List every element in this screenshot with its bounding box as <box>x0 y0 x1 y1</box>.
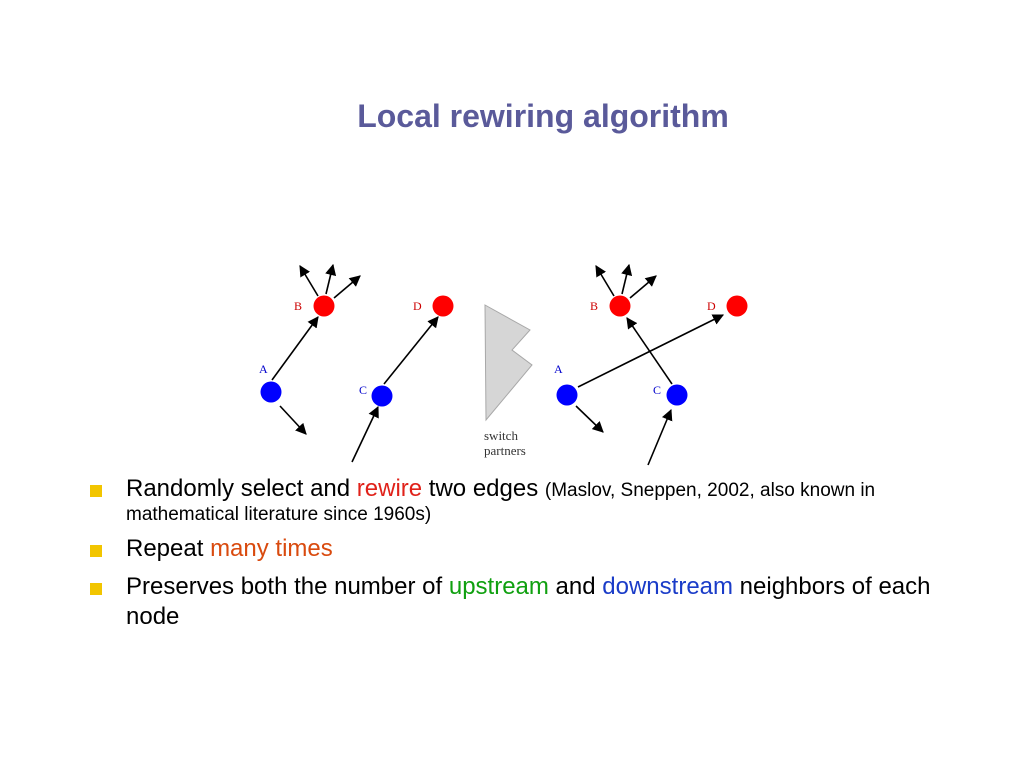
many-times-highlight: many times <box>210 535 333 562</box>
edge-a-to-d <box>577 314 725 388</box>
node-a <box>260 381 282 403</box>
edge-b-out-1 <box>299 265 319 297</box>
label-c: C <box>359 383 367 397</box>
bullet-item-3: Preserves both the number of upstream an… <box>88 572 948 632</box>
node-d-after <box>726 295 748 317</box>
slide-title: Local rewiring algorithm <box>357 98 729 134</box>
switch-caption-1: switch <box>484 428 518 443</box>
edge-a-to-b <box>271 316 319 381</box>
edge-c-in <box>351 405 379 463</box>
label-a: A <box>259 362 268 376</box>
bullet-marker <box>90 583 102 595</box>
label-b: B <box>294 299 302 313</box>
label-d-after: D <box>707 299 716 313</box>
edge-c-to-b <box>626 317 673 385</box>
node-b-after <box>609 295 631 317</box>
downstream-highlight: downstream <box>602 573 734 600</box>
node-b <box>313 295 335 317</box>
after-panel: B D A C <box>554 263 748 466</box>
before-panel: B D A C <box>259 263 454 463</box>
node-a-after <box>556 384 578 406</box>
edge-b-out-2 <box>325 263 337 295</box>
bullet-marker <box>90 545 102 557</box>
rewire-highlight: rewire <box>356 475 423 502</box>
bullet-list: Randomly select and rewire two edges (Ma… <box>88 474 948 640</box>
bullet-marker <box>90 485 102 497</box>
node-c <box>371 385 393 407</box>
edge-b-out-1-after <box>595 265 615 297</box>
upstream-highlight: upstream <box>448 573 549 600</box>
switch-arrow: switch partners <box>484 304 533 458</box>
label-a-after: A <box>554 362 563 376</box>
edge-c-to-d <box>383 316 439 385</box>
bullet-item-1: Randomly select and rewire two edges (Ma… <box>88 474 948 526</box>
citation-note: (Maslov, Sneppen, 2002, also known in ma… <box>126 480 876 525</box>
label-d: D <box>413 299 422 313</box>
label-c-after: C <box>653 383 661 397</box>
bullet-item-2: Repeat many times <box>88 534 948 564</box>
edge-b-out-3 <box>333 275 361 299</box>
edge-c-in-after <box>647 408 673 466</box>
edge-a-out-after <box>575 405 604 433</box>
node-d <box>432 295 454 317</box>
label-b-after: B <box>590 299 598 313</box>
edge-b-out-3-after <box>629 275 657 299</box>
edge-b-out-2-after <box>621 263 633 295</box>
node-c-after <box>666 384 688 406</box>
switch-caption-2: partners <box>484 443 526 458</box>
edge-a-out <box>279 405 307 435</box>
